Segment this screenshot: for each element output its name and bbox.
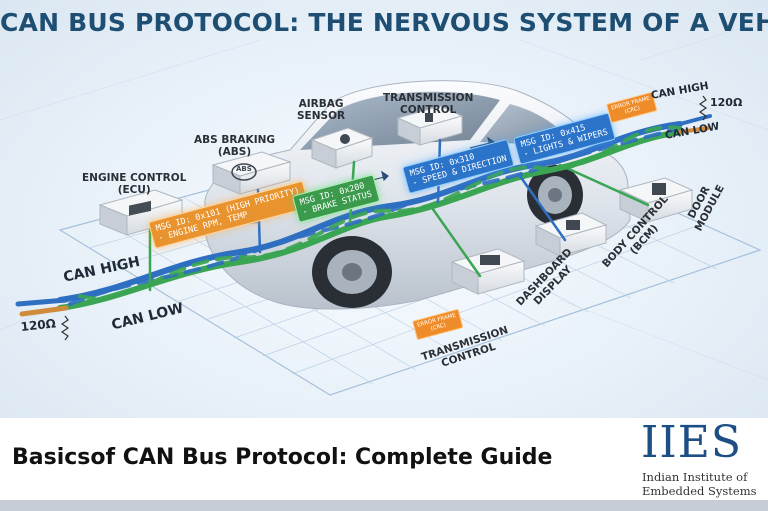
label-engine-control: ENGINE CONTROL(ECU) [82,172,187,196]
label-abs-braking: ABS BRAKING(ABS) [194,134,276,158]
iies-logo: IIES [641,417,743,468]
hero-illustration: CAN BUS PROTOCOL: THE NERVOUS SYSTEM OF … [0,0,768,418]
logo-line-1: Indian Institute of [642,470,748,484]
rear-wheel [527,165,583,225]
module-box-engine [98,189,184,236]
logo-line-2: Embedded Systems [642,484,757,498]
main-title: CAN BUS PROTOCOL: THE NERVOUS SYSTEM OF … [0,8,768,37]
module-box-abs [211,151,292,195]
can-bus-twisted-pair [15,114,712,317]
resistor-left-icon [60,315,70,341]
module-box-dashboard [450,248,526,295]
module-box-body [534,212,608,257]
abs-badge: ABS [236,165,252,173]
footer-banner: Basicsof CAN Bus Protocol: Complete Guid… [0,418,768,511]
label-resistor-right: 120Ω [710,96,743,109]
module-box-airbag [310,127,374,169]
resistor-right-icon [698,95,708,121]
module-box-transmission-top [396,105,464,146]
front-wheel [312,236,392,308]
article-title: Basicsof CAN Bus Protocol: Complete Guid… [12,445,553,470]
module-box-door [618,177,694,223]
bottom-strip [0,500,768,511]
